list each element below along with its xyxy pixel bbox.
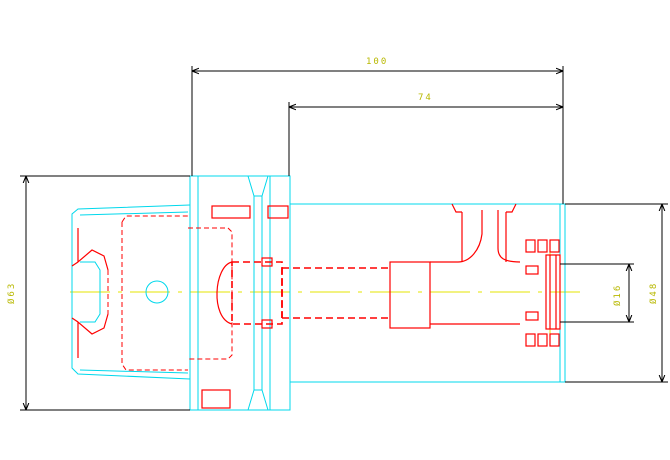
dim-flange-diameter: Ø63: [6, 282, 17, 304]
dim-shank-length: 74: [418, 93, 433, 103]
taper-inner-top: [79, 211, 189, 216]
taper-inner-bottom: [79, 369, 189, 374]
spigot-body: [231, 261, 283, 325]
dim-bore-diameter: Ø16: [612, 284, 623, 306]
clamp-screws: [525, 239, 560, 347]
key-slot-hidden-bottom: [71, 313, 109, 358]
flange-slot-bottom: [201, 389, 231, 409]
hidden-lines: [71, 203, 561, 409]
key-slot-outline: [80, 261, 101, 323]
dim-body-diameter: Ø48: [648, 282, 659, 304]
taper-cavity: [121, 215, 188, 371]
spigot-nose: [216, 261, 233, 325]
visible-outline: [71, 175, 566, 411]
collet-ring-top: [261, 257, 273, 267]
flange-outline: [189, 175, 291, 411]
coolant-hole: [430, 210, 521, 263]
dimensions: 100 74 Ø63 Ø48 Ø16: [6, 57, 668, 411]
central-bore: [281, 267, 390, 319]
flange-slot-top-right: [267, 205, 289, 219]
key-slot-hidden-top: [71, 228, 109, 271]
dim-overall-length: 100: [366, 57, 388, 67]
v-groove-outline: [247, 175, 269, 411]
cross-hole-circle: [145, 280, 169, 304]
taper-inner-cavity: [188, 227, 233, 360]
coolant-hole-top: [451, 203, 517, 213]
flange-slot-top: [211, 205, 251, 219]
taper-outline: [71, 204, 191, 380]
shank-body-outline: [289, 203, 566, 383]
end-bore: [545, 254, 561, 330]
collet-ring-bottom: [261, 319, 273, 329]
bore-step: [389, 261, 431, 329]
